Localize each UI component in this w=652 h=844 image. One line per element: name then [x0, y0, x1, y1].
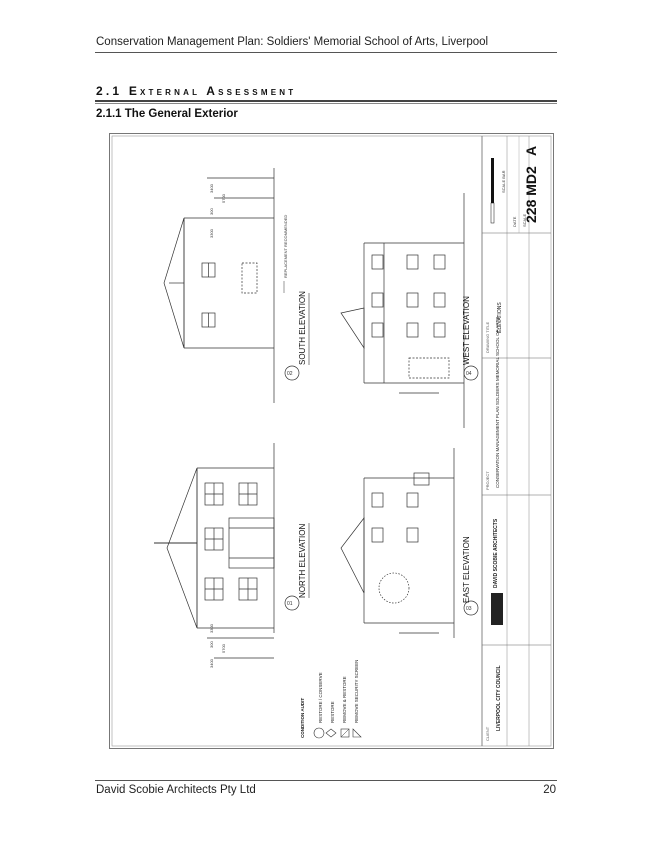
south-tag-circle: [284, 365, 300, 381]
svg-text:5700: 5700: [221, 643, 226, 653]
firm-name: DAVID SCOBIE ARCHITECTS: [493, 518, 499, 588]
sheet-inner-border: [111, 135, 552, 747]
scale-bar: [491, 158, 494, 203]
svg-text:3400: 3400: [209, 183, 214, 193]
scale-bar-label: SCALE BAR: [501, 170, 506, 193]
east-elevation-drawing: [340, 448, 455, 638]
revision-letter: A: [523, 146, 539, 156]
svg-text:CONSERVATION MANAGEMENT PLAN S: CONSERVATION MANAGEMENT PLAN SOLDIERS ME…: [495, 317, 500, 488]
condition-audit-legend: CONDITION AUDIT RESTORE / CONSERVE RESTO…: [300, 660, 362, 739]
west-elevation-label: WEST ELEVATION: [462, 296, 471, 365]
footer-page-number: 20: [543, 784, 556, 796]
project-label: PROJECT: [485, 471, 490, 490]
footer-divider: [95, 780, 557, 781]
north-elevation-drawing: [154, 443, 275, 659]
elevations-drawing: SCALE BAR DATE SCALE 228 MD2 A DRAWING T…: [109, 133, 554, 749]
north-dim-labels: 3400 300 3300 5700: [209, 623, 226, 668]
west-elevation-drawing: [340, 193, 465, 428]
drawing-number: 228 MD2: [523, 166, 539, 223]
sheet-border: [109, 133, 554, 749]
section-divider: [95, 100, 557, 102]
project-text: CONSERVATION MANAGEMENT PLAN SOLDIERS ME…: [495, 317, 500, 488]
footer-company: David Scobie Architects Pty Ltd: [96, 784, 256, 796]
legend-item-remove-security-screen: REMOVE SECURITY SCREEN: [354, 660, 359, 723]
date-label: DATE: [512, 216, 517, 227]
drawing-sheet-svg: SCALE BAR DATE SCALE 228 MD2 A DRAWING T…: [109, 133, 554, 749]
svg-text:3300: 3300: [209, 228, 214, 238]
client-label: CLIENT: [485, 726, 490, 741]
title-block: SCALE BAR DATE SCALE 228 MD2 A DRAWING T…: [481, 136, 551, 746]
subsection-heading: 2.1.1 The General Exterior: [96, 108, 238, 120]
west-tag: 04: [466, 371, 472, 377]
section-heading: 2.1 External Assessment: [96, 84, 297, 98]
header-divider: [95, 52, 557, 53]
legend-item-remove-restore: REMOVE & RESTORE: [342, 676, 347, 723]
south-elevation-drawing: [163, 168, 275, 403]
north-tag-circle: [284, 595, 300, 611]
west-tag-circle: [463, 365, 479, 381]
client-name: LIVERPOOL CITY COUNCIL: [496, 665, 502, 731]
svg-text:3400: 3400: [209, 658, 214, 668]
section-divider-thin: [95, 103, 557, 104]
legend-heading: CONDITION AUDIT: [300, 698, 305, 738]
firm-logo: [491, 593, 503, 625]
scale-label: SCALE: [522, 214, 527, 227]
page-header-title: Conservation Management Plan: Soldiers' …: [96, 36, 489, 48]
legend-item-restore-conserve: RESTORE / CONSERVE: [318, 672, 323, 723]
drawing-title-label: DRAWING TITLE: [485, 322, 490, 353]
drawing-title: ELEVATIONS: [497, 302, 503, 333]
south-tag: 02: [287, 371, 293, 377]
east-elevation-label: EAST ELEVATION: [462, 536, 471, 603]
east-tag: 03: [466, 606, 472, 612]
legend-item-restore: RESTORE: [330, 701, 335, 723]
east-tag-circle: [463, 600, 479, 616]
south-note: REPLACEMENT RECOMMENDED: [283, 215, 288, 278]
svg-text:5700: 5700: [221, 193, 226, 203]
south-dim-labels: 3400 300 3300 5700: [209, 183, 226, 238]
svg-text:3300: 3300: [209, 623, 214, 633]
south-elevation-label: SOUTH ELEVATION: [298, 291, 307, 365]
north-tag: 01: [287, 601, 293, 607]
svg-text:300: 300: [209, 208, 214, 215]
north-elevation-label: NORTH ELEVATION: [298, 524, 307, 598]
svg-text:300: 300: [209, 641, 214, 648]
